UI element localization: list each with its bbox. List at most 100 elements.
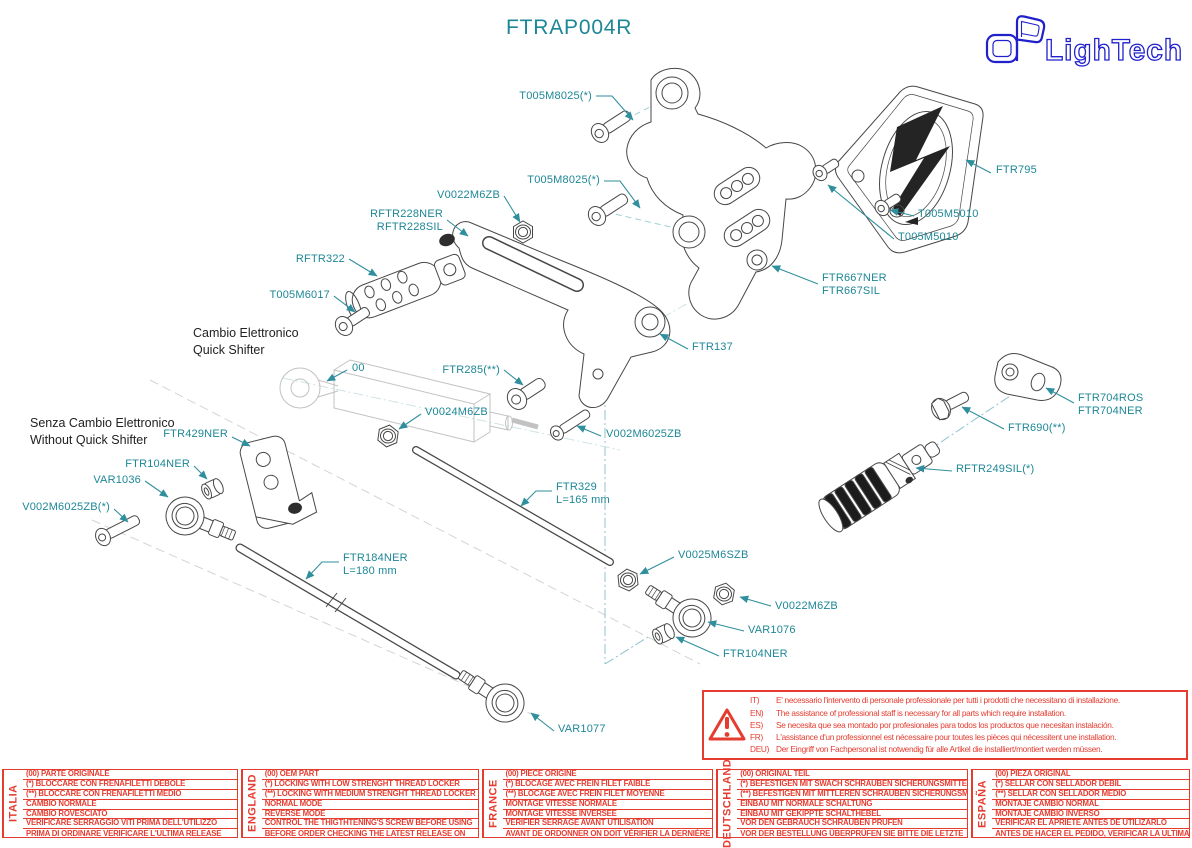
part-bolt-t005m5010-a <box>812 158 840 182</box>
legend-row: AVANT DE ORDONNER ON DOIT VÉRIFIER LA DE… <box>505 829 711 837</box>
part-label-ftr285: FTR285(**) <box>442 364 500 376</box>
legend-row: PRIMA DI ORDINARE VERIFICARE L'ULTIMA RE… <box>26 829 222 837</box>
legend-row: NORMAL MODE <box>261 800 478 810</box>
part-label-label-00: 00 <box>352 362 365 374</box>
installation-warning-box: IT)E' necessario l'intervento di persona… <box>702 690 1188 760</box>
part-label-v0025m6szb: V0025M6SZB <box>678 549 749 561</box>
legend-row: (**) BEFESTIGEN MIT MITTLEREN SCHRAUBEN … <box>737 790 968 800</box>
legend-row: (00) OEM PART <box>261 770 478 780</box>
legend-row: (*) BEFESTIGEN MIT SWACH SCHRAUBEN SICHE… <box>737 780 968 790</box>
legend-row: VERIFICAR EL APRIETE ANTES DE UTILIZARLO <box>992 819 1190 830</box>
legend-row: (00) PIEZA ORIGINAL <box>992 770 1190 780</box>
part-label-ftr104ner-left: FTR104NER <box>125 458 190 470</box>
legend-row: VERIFIER SERRAGE AVANT UTILISATION <box>502 819 713 830</box>
legend-row: MONTAJE CAMBIO NORMAL <box>992 800 1190 810</box>
part-bracket-ftr429ner <box>239 435 318 529</box>
part-label-rftr249sil: RFTR249SIL(*) <box>956 463 1035 475</box>
part-label-t005m6017: T005M6017 <box>269 289 330 301</box>
legend-table-españa: ESPAÑA(00) PIEZA ORIGINAL(*) SELLAR CON … <box>971 769 1191 838</box>
part-label-t005m5010-b: T005M5010 <box>898 231 959 243</box>
legend-row: (*) LOCKING WITH LOW STRENGHT THREAD LOC… <box>261 780 478 790</box>
legend-country-label: FRANCE <box>482 770 503 837</box>
part-eyelet-ftr704 <box>994 353 1062 401</box>
legend-country-label: ENGLAND <box>241 770 262 837</box>
part-label-ftr690: FTR690(**) <box>1008 422 1066 434</box>
leader-lines <box>113 95 1075 732</box>
part-label-var1036: VAR1036 <box>93 474 141 486</box>
part-bolt-v002m6025zb-left <box>95 515 141 547</box>
legend-row: (00) ORIGINAL TEIL <box>737 770 968 780</box>
part-label-ftr795: FTR795 <box>996 164 1037 176</box>
legend-row: VOR DER BESTELLUNG ÜBERPRÜFEN SIE BITTE … <box>740 829 964 837</box>
legend-row: (00) PARTE ORIGINALE <box>23 770 237 780</box>
exploded-diagram <box>91 67 1075 732</box>
legend-row: MONTAGE VITESSE NORMALE <box>502 800 713 810</box>
part-label-ftr137: FTR137 <box>692 341 733 353</box>
part-shift-knob-rftr249sil <box>818 441 941 533</box>
legend-country-label: ITALIA <box>3 770 23 837</box>
legend-row: EINBAU MIT NORMALE SCHALTUNG <box>737 800 968 810</box>
lightech-wordmark: LighTech <box>1045 34 1183 67</box>
part-peg-pivot <box>439 233 455 247</box>
part-label-v002m6025zb-mid: V002M6025ZB <box>606 428 682 440</box>
legend-tables: ITALIA(00) PARTE ORIGINALE(*) BLOCCARE C… <box>2 759 1191 848</box>
part-label-v0022m6zb-a: V0022M6ZB <box>437 189 500 201</box>
legend-row: VERIFICARE SERRAGGIO VITI PRIMA DELL'UTI… <box>23 819 237 830</box>
legend-row: VOR DEN GEBRAUCH SCHRAUBEN PRÜFEN <box>737 819 968 830</box>
part-bolt-ftr690 <box>930 391 970 421</box>
lightech-logo: LighTech <box>985 15 1183 68</box>
legend-country-label: ESPAÑA <box>972 770 993 837</box>
warning-row: IT)E' necessario l'intervento di persona… <box>750 695 1120 706</box>
part-bolt-t005m5010-b <box>874 193 902 217</box>
warning-row: ES)Se necesita que sea montado por profe… <box>750 719 1114 730</box>
warning-row: DEU)Der Eingriff von Fachpersonal ist no… <box>750 744 1103 755</box>
warning-text: IT)E' necessario l'intervento di persona… <box>750 692 1186 757</box>
legend-row: CAMBIO ROVESCIATO <box>23 810 237 820</box>
legend-row: (*) BLOCCARE CON FRENAFILETTI DEBOLE <box>23 780 237 790</box>
legend-country-label: DEUTSCHLAND <box>717 759 738 848</box>
legend-row: EINBAU MIT GEKIPPTE SCHALTHEBEL <box>737 810 968 820</box>
part-toe-peg-rftr322 <box>345 253 466 323</box>
part-bolt-t005m8025-b <box>587 193 629 226</box>
part-bracket-ftr667 <box>626 67 817 320</box>
part-rod-ftr184ner <box>235 543 461 680</box>
legend-row: MONTAJE CAMBIO INVERSO <box>992 810 1190 820</box>
warning-row: EN)The assistance of professional staff … <box>750 707 1066 718</box>
part-label-v0022m6zb-b: V0022M6ZB <box>775 600 838 612</box>
part-label-t005m5010-a: T005M5010 <box>918 208 979 220</box>
warning-triangle-icon <box>704 707 750 743</box>
part-heel-plate-ftr795 <box>834 85 984 254</box>
part-label-rftr322: RFTR322 <box>295 253 345 265</box>
warning-row: FR)L'assistance d'un professionnel est n… <box>750 732 1117 743</box>
legend-row: (**) SELLAR CON SELLADOR MEDIO <box>992 790 1190 800</box>
legend-row: CAMBIO NORMALE <box>23 800 237 810</box>
legend-row: (**) BLOCAGE AVEC FREIN FILET MOYENNE <box>502 790 713 800</box>
part-rod-ftr329 <box>412 446 614 566</box>
legend-row: REVERSE MODE <box>261 810 478 820</box>
legend-row: (**) LOCKING WITH MEDIUM STRENGHT THREAD… <box>261 790 478 800</box>
legend-row: ANTES DE HACER EL PEDIDO, VERIFICAR LA U… <box>995 829 1189 837</box>
legend-table-england: ENGLAND(00) OEM PART(*) LOCKING WITH LOW… <box>240 769 479 838</box>
part-label-t005m8025-a: T005M8025(*) <box>519 90 592 102</box>
part-label-v002m6025zb-left: V002M6025ZB(*) <box>22 501 110 513</box>
part-bolt-t005m6017 <box>334 307 371 336</box>
legend-row: BEFORE ORDER CHECKING THE LATEST RELEASE… <box>264 829 466 837</box>
part-label-ftr104ner-bot: FTR104NER <box>723 648 788 660</box>
part-label-t005m8025-b: T005M8025(*) <box>527 174 600 186</box>
part-bolt-v002m6025zb-mid <box>550 409 591 441</box>
part-bolt-ftr285 <box>506 377 546 410</box>
lightech-monogram-icon <box>985 15 1046 64</box>
legend-row: (*) BLOCAGE AVEC FREIN FILET FAIBLE <box>502 780 713 790</box>
diagram-labels: T005M8025(*) T005M8025(*) V0022M6ZB RFTR228… <box>22 90 1144 735</box>
page-title: FTRAP004R <box>506 16 633 39</box>
legend-row: MONTAGE VITESSE INVERSEE <box>502 810 713 820</box>
legend-table-deutschland: DEUTSCHLAND(00) ORIGINAL TEIL(*) BEFESTI… <box>716 759 969 848</box>
legend-table-italia: ITALIA(00) PARTE ORIGINALE(*) BLOCCARE C… <box>2 769 238 838</box>
